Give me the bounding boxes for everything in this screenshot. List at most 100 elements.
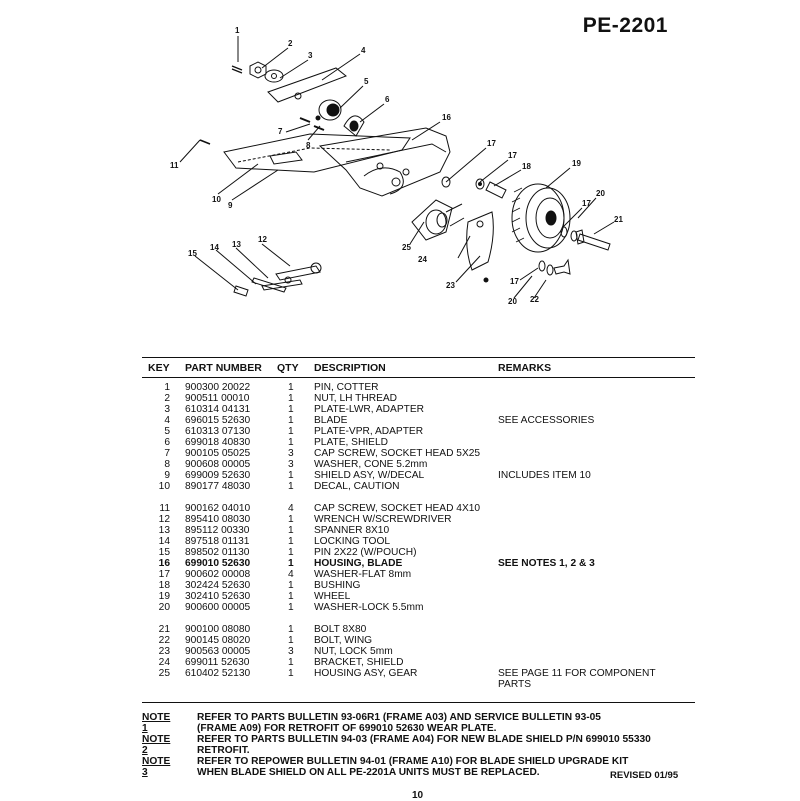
part-number-cell: 696015 52630 — [185, 415, 251, 426]
qty-cell: 1 — [288, 635, 294, 646]
part-number-cell: 610313 07130 — [185, 426, 251, 437]
description-cell: BUSHING — [314, 580, 361, 591]
key-cell: 5 — [164, 426, 170, 437]
key-cell: 18 — [158, 580, 170, 591]
callout-7: 7 — [278, 127, 283, 136]
note-text: WHEN BLADE SHIELD ON ALL PE-2201A UNITS … — [197, 767, 540, 778]
qty-cell: 1 — [288, 536, 294, 547]
part-number-cell: 898502 01130 — [185, 547, 250, 558]
description-cell: PIN, COTTER — [314, 382, 379, 393]
part-number-cell: 900300 20022 — [185, 382, 251, 393]
description-cell: WASHER-FLAT 8mm — [314, 569, 412, 580]
qty-cell: 1 — [288, 415, 294, 426]
description-cell: LOCKING TOOL — [314, 536, 391, 547]
note-label: NOTE 1 — [142, 712, 171, 734]
part-number-cell: 699010 52630 — [185, 558, 251, 569]
key-cell: 7 — [164, 448, 170, 459]
callout-20a: 20 — [596, 189, 605, 198]
key-cell: 8 — [164, 459, 170, 470]
description-cell: PLATE-LWR, ADAPTER — [314, 404, 425, 415]
callout-3: 3 — [308, 51, 313, 60]
note-text: REFER TO PARTS BULLETIN 93-06R1 (FRAME A… — [197, 712, 601, 723]
qty-cell: 1 — [288, 591, 294, 602]
callout-12: 12 — [258, 235, 267, 244]
callout-16: 16 — [442, 113, 451, 122]
part-number-cell: 302410 52630 — [185, 591, 251, 602]
description-cell: SPANNER 8X10 — [314, 525, 390, 536]
callout-11: 11 — [170, 161, 179, 170]
document-id: PE-2201 — [582, 14, 668, 37]
description-cell: DECAL, CAUTION — [314, 481, 400, 492]
qty-cell: 4 — [288, 503, 294, 514]
description-cell: WHEEL — [314, 591, 351, 602]
qty-cell: 1 — [288, 393, 294, 404]
qty-cell: 3 — [288, 459, 294, 470]
table-top-rule — [142, 357, 695, 358]
key-cell: 13 — [158, 525, 170, 536]
qty-cell: 1 — [288, 668, 294, 679]
callout-20b: 20 — [508, 297, 517, 306]
part-number-cell: 900105 05025 — [185, 448, 251, 459]
table-row: 14 897518 01131 1 LOCKING TOOL — [142, 536, 702, 547]
callout-25: 25 — [402, 243, 411, 252]
qty-cell: 3 — [288, 646, 294, 657]
header-part-number: PART NUMBER — [185, 362, 262, 374]
remarks-cell: SEE NOTES 1, 2 & 3 — [498, 558, 595, 569]
key-cell: 16 — [158, 558, 170, 569]
qty-cell: 1 — [288, 624, 294, 635]
table-row: 7 900105 05025 3 CAP SCREW, SOCKET HEAD 5X2… — [142, 448, 702, 459]
key-cell: 2 — [164, 393, 170, 404]
qty-cell: 1 — [288, 404, 294, 415]
description-cell: SHIELD ASY, W/DECAL — [314, 470, 425, 481]
description-cell: CAP SCREW, SOCKET HEAD 4X10 — [314, 503, 481, 514]
callout-15: 15 — [188, 249, 197, 258]
key-cell: 23 — [158, 646, 170, 657]
key-cell: 15 — [158, 547, 170, 558]
header-key: KEY — [148, 362, 170, 374]
page-number: 10 — [412, 790, 424, 801]
description-cell: PLATE, SHIELD — [314, 437, 388, 448]
description-cell: NUT, LH THREAD — [314, 393, 398, 404]
description-cell: BOLT, WING — [314, 635, 373, 646]
key-cell: 21 — [158, 624, 170, 635]
part-number-cell: 897518 01131 — [185, 536, 250, 547]
key-cell: 6 — [164, 437, 170, 448]
callout-17d: 17 — [510, 277, 519, 286]
callout-2: 2 — [288, 39, 293, 48]
remarks-cell: INCLUDES ITEM 10 — [498, 470, 591, 481]
qty-cell: 3 — [288, 448, 294, 459]
revision-date: REVISED 01/95 — [610, 770, 679, 781]
note-text: REFER TO REPOWER BULLETIN 94-01 (FRAME A… — [197, 756, 629, 767]
qty-cell: 1 — [288, 481, 294, 492]
callout-14: 14 — [210, 243, 219, 252]
qty-cell: 1 — [288, 525, 294, 536]
description-cell: BOLT 8X80 — [314, 624, 367, 635]
callout-13: 13 — [232, 240, 241, 249]
part-number-cell: 302424 52630 — [185, 580, 251, 591]
key-cell: 12 — [158, 514, 170, 525]
callout-17b: 17 — [508, 151, 517, 160]
callout-21: 21 — [614, 215, 623, 224]
description-cell: CAP SCREW, SOCKET HEAD 5X25 — [314, 448, 481, 459]
callout-22: 22 — [530, 295, 539, 304]
qty-cell: 1 — [288, 602, 294, 613]
table-bottom-rule — [142, 702, 695, 703]
key-cell: 1 — [164, 382, 170, 393]
part-number-cell: 900511 00010 — [185, 393, 250, 404]
description-cell: WASHER, CONE 5.2mm — [314, 459, 428, 470]
part-number-cell: 900563 00005 — [185, 646, 251, 657]
note-text: REFER TO PARTS BULLETIN 94-03 (FRAME A04… — [197, 734, 651, 745]
key-cell: 14 — [158, 536, 170, 547]
